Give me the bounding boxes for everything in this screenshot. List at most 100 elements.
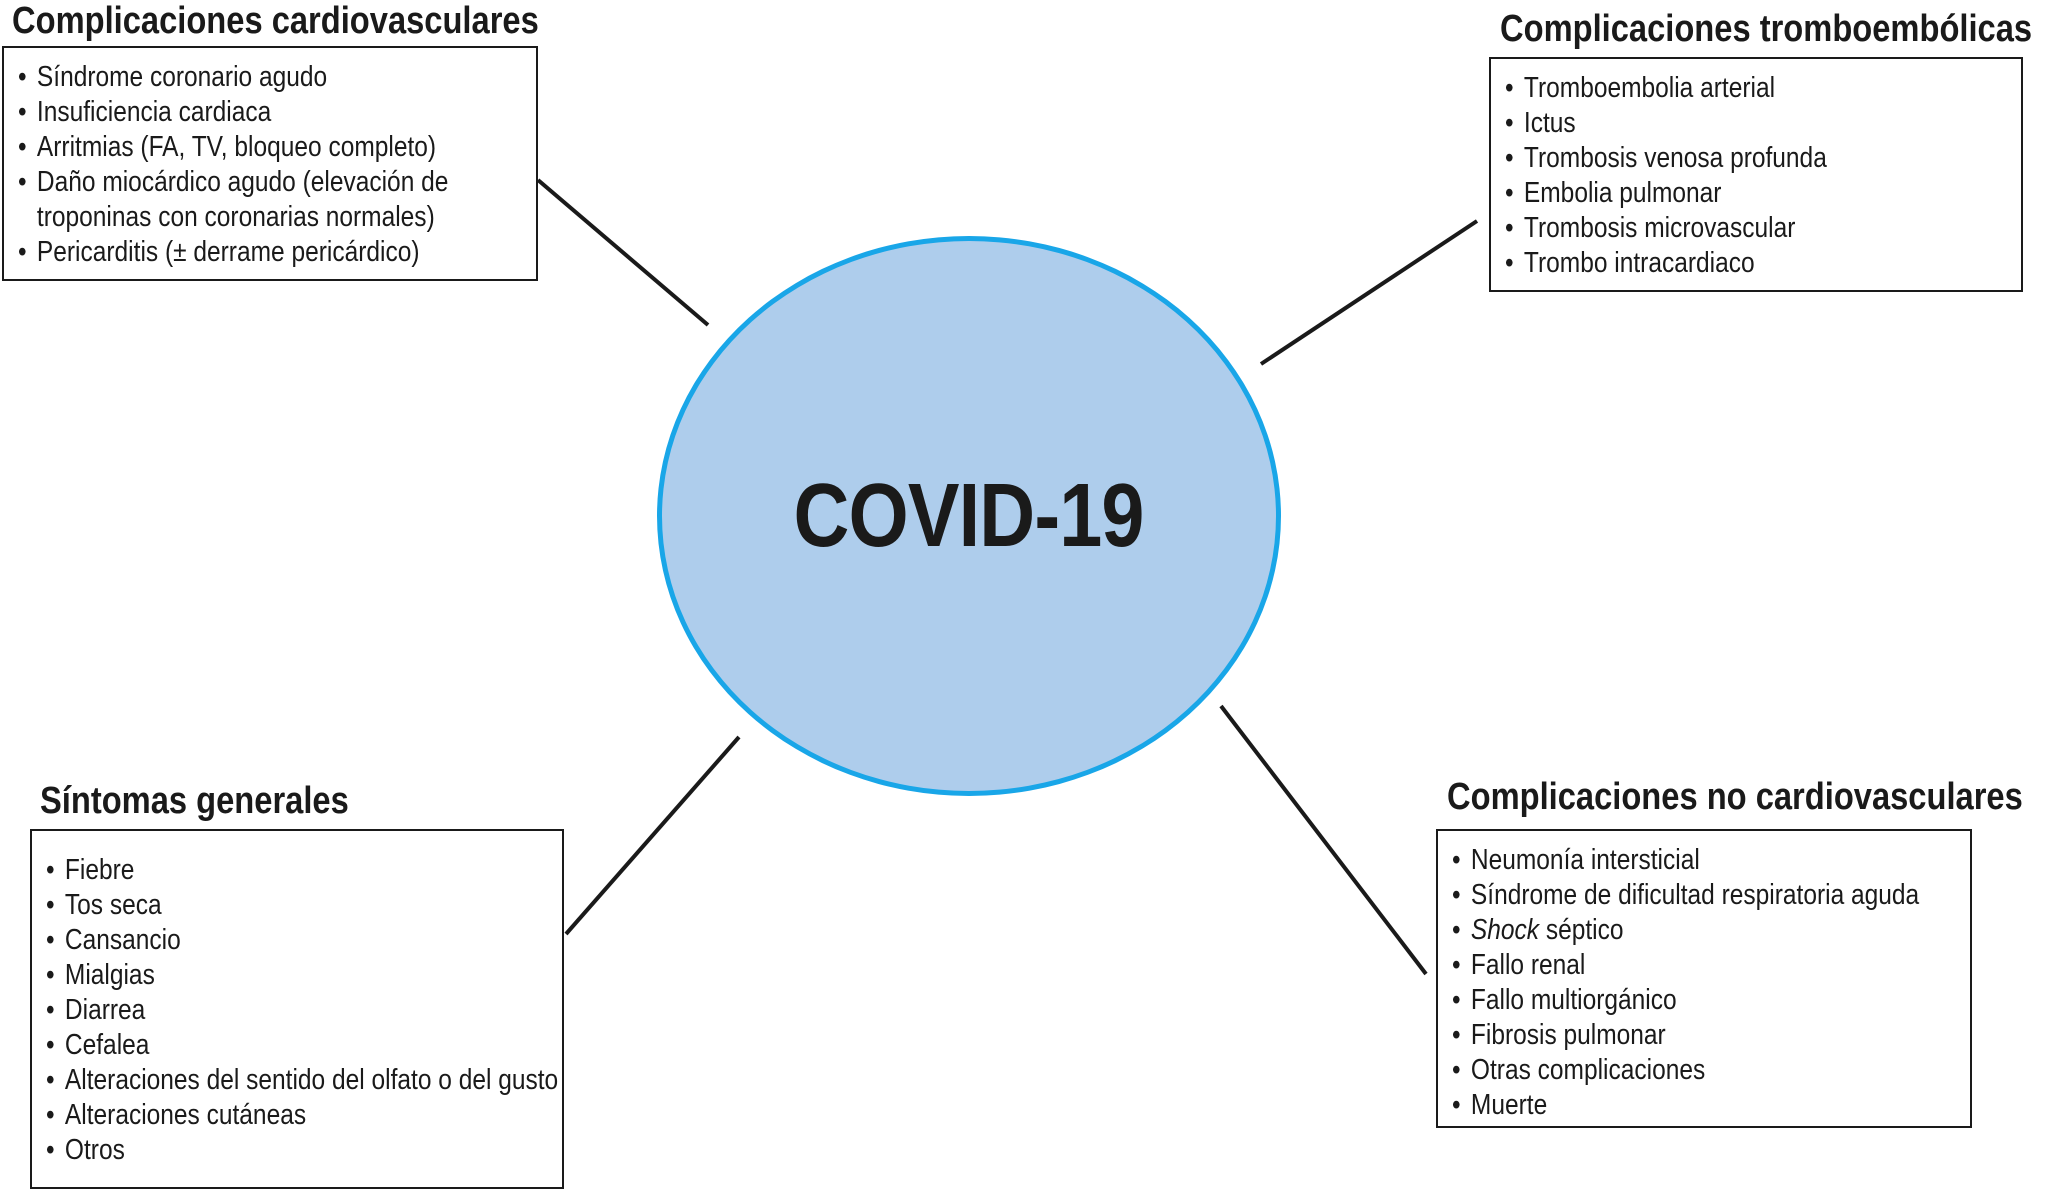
- list-item: • Alteraciones cutáneas: [46, 1098, 490, 1133]
- item-text: Otras complicaciones: [1470, 1054, 1706, 1086]
- list-item: • Trombosis microvascular: [1505, 211, 1949, 246]
- list-item: • Muerte: [1452, 1088, 1897, 1123]
- list-item: • Ictus: [1505, 106, 1949, 141]
- bullet: •: [46, 1029, 55, 1061]
- item-text: Diarrea: [64, 994, 146, 1026]
- list-item: • Otras complicaciones: [1452, 1053, 1897, 1088]
- list-item: • Síndrome de dificultad respiratoria agu…: [1452, 878, 1919, 913]
- covid-center-circle: COVID-19: [657, 236, 1281, 796]
- item-text: Fiebre: [64, 854, 135, 886]
- bullet: •: [1452, 879, 1461, 911]
- bullet: •: [1505, 107, 1514, 139]
- bullet: •: [46, 1064, 55, 1096]
- bullet: •: [18, 131, 27, 163]
- item-text: séptico: [1539, 914, 1624, 946]
- bullet: •: [46, 854, 55, 886]
- list-item: • Trombosis venosa profunda: [1505, 141, 1949, 176]
- item-text: Tos seca: [64, 889, 162, 921]
- bullet: •: [18, 96, 27, 128]
- group-box-tromboembolicas: • Tromboembolia arterial • Ictus • Trombosi…: [1489, 57, 2023, 292]
- bullet: •: [1505, 142, 1514, 174]
- list-item: • Alteraciones del sentido del olfato o d…: [46, 1063, 558, 1098]
- bullet: •: [1452, 914, 1461, 946]
- list-item: • Neumonía intersticial: [1452, 843, 1897, 878]
- list-item: • Tromboembolia arterial: [1505, 71, 1949, 106]
- bullet: •: [46, 1134, 55, 1166]
- bullet: •: [1505, 177, 1514, 209]
- item-text-italic: Shock: [1470, 914, 1540, 946]
- list-item: • Embolia pulmonar: [1505, 176, 1949, 211]
- connector-no-cardiovasculares: [1219, 704, 1428, 976]
- list-cardiovasculares: • Síndrome coronario agudo • Insuficiencia…: [18, 60, 463, 270]
- group-box-cardiovasculares: • Síndrome coronario agudo • Insuficiencia…: [2, 46, 538, 281]
- bullet: •: [46, 1099, 55, 1131]
- list-item: • Shock séptico: [1452, 913, 1897, 948]
- list-item: •Pericarditis (± derrame pericárdico): [18, 235, 463, 270]
- group-box-no-cardiovasculares: • Neumonía intersticial • Síndrome de difi…: [1436, 829, 1972, 1128]
- item-text: Alteraciones cutáneas: [64, 1099, 307, 1131]
- list-item: • Fallo multiorgánico: [1452, 983, 1897, 1018]
- item-text: Trombosis venosa profunda: [1523, 142, 1827, 174]
- list-item: • Insuficiencia cardiaca: [18, 95, 463, 130]
- bullet: •: [1452, 844, 1461, 876]
- item-text: Cefalea: [64, 1029, 150, 1061]
- item-text: Fibrosis pulmonar: [1470, 1019, 1666, 1051]
- list-item: • Diarrea: [46, 993, 490, 1028]
- bullet: •: [1452, 1019, 1461, 1051]
- center-label: COVID-19: [793, 465, 1145, 566]
- item-text: Tromboembolia arterial: [1523, 72, 1776, 104]
- bullet: •: [1452, 1089, 1461, 1121]
- item-text: Ictus: [1523, 107, 1576, 139]
- bullet: •: [1452, 1054, 1461, 1086]
- connector-sintomas: [564, 735, 741, 936]
- bullet: •: [18, 166, 27, 198]
- item-text: Daño miocárdico agudo (elevación de: [36, 166, 449, 198]
- item-text: Mialgias: [64, 959, 155, 991]
- item-text: Alteraciones del sentido del olfato o de…: [64, 1064, 559, 1096]
- group-box-sintomas: • Fiebre • Tos seca • Cansancio • Mialgias •…: [30, 829, 564, 1189]
- list-item: • Mialgias: [46, 958, 490, 993]
- item-text: Trombo intracardiaco: [1523, 247, 1755, 279]
- list-item: • Fibrosis pulmonar: [1452, 1018, 1897, 1053]
- item-text: Cansancio: [64, 924, 181, 956]
- item-text: Embolia pulmonar: [1523, 177, 1722, 209]
- bullet: •: [1452, 949, 1461, 981]
- bullet: •: [46, 994, 55, 1026]
- bullet: •: [46, 959, 55, 991]
- item-text: Insuficiencia cardiaca: [36, 96, 272, 128]
- group-title-tromboembolicas: Complicaciones tromboembólicas: [1500, 8, 2033, 50]
- connector-tromboembolicas: [1259, 219, 1479, 366]
- group-title-sintomas: Síntomas generales: [40, 780, 349, 822]
- list-item: • Cansancio: [46, 923, 490, 958]
- item-text: Muerte: [1470, 1089, 1548, 1121]
- item-text: Síndrome coronario agudo: [36, 61, 328, 93]
- group-title-cardiovasculares: Complicaciones cardiovasculares: [12, 0, 539, 42]
- list-item: • Trombo intracardiaco: [1505, 246, 1949, 281]
- list-no-cardiovasculares: • Neumonía intersticial • Síndrome de difi…: [1452, 843, 1919, 1123]
- bullet: •: [18, 61, 27, 93]
- list-item: • Otros: [46, 1133, 490, 1168]
- bullet: •: [18, 236, 27, 268]
- list-item: • Arritmias (FA, TV, bloqueo completo): [18, 130, 463, 165]
- list-item: • Síndrome coronario agudo: [18, 60, 463, 95]
- item-text-continuation: troponinas con coronarias normales): [36, 201, 435, 233]
- item-text: Síndrome de dificultad respiratoria agud…: [1470, 879, 1920, 911]
- list-item: • Tos seca: [46, 888, 490, 923]
- bullet: •: [1505, 212, 1514, 244]
- item-text: Fallo renal: [1470, 949, 1586, 981]
- list-item: • Fiebre: [46, 853, 490, 888]
- list-item: • Fallo renal: [1452, 948, 1897, 983]
- item-text: Otros: [64, 1134, 125, 1166]
- bullet: •: [1452, 984, 1461, 1016]
- item-text: Arritmias (FA, TV, bloqueo completo): [36, 131, 437, 163]
- list-item: • Cefalea: [46, 1028, 490, 1063]
- item-text: Fallo multiorgánico: [1470, 984, 1677, 1016]
- bullet: •: [46, 889, 55, 921]
- item-text: Trombosis microvascular: [1523, 212, 1796, 244]
- item-text: Neumonía intersticial: [1470, 844, 1700, 876]
- bullet: •: [46, 924, 55, 956]
- bullet: •: [1505, 247, 1514, 279]
- bullet: •: [1505, 72, 1514, 104]
